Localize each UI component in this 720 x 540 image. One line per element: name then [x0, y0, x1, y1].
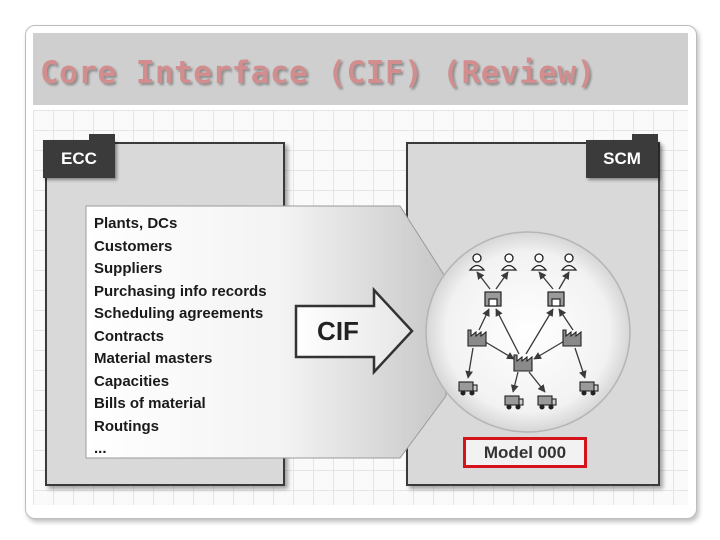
slide-title: Core Interface (CIF) (Review) [40, 55, 596, 91]
distribution-center-icon [484, 291, 502, 307]
list-item: Contracts [94, 327, 165, 345]
truck-icon [579, 381, 599, 396]
supply-network-circle [425, 231, 631, 433]
list-item: ... [94, 440, 107, 457]
customer-icon [468, 253, 486, 271]
list-item: Purchasing info records [94, 282, 267, 300]
customer-icon [560, 253, 578, 271]
data-band-shape [85, 205, 447, 459]
title-bar [33, 33, 688, 105]
cif-arrow-label: CIF [317, 316, 359, 346]
truck-icon [537, 395, 557, 410]
plant-icon [562, 329, 582, 347]
list-item: Scheduling agreements [94, 305, 264, 322]
list-item: Customers [94, 237, 173, 255]
list-item: Routings [94, 417, 159, 435]
customer-icon [500, 253, 518, 271]
list-item: Bills of material [94, 395, 206, 412]
truck-icon [504, 395, 524, 410]
distribution-center-icon [547, 291, 565, 307]
plant-icon [467, 329, 487, 347]
list-item: Suppliers [94, 260, 163, 277]
customer-icon [530, 253, 548, 271]
cif-arrow [294, 286, 414, 376]
model-highlight-box: Model 000 [463, 437, 587, 468]
truck-icon [458, 381, 478, 396]
plant-icon [513, 354, 533, 372]
ecc-label: ECC [43, 134, 115, 178]
transferred-objects-list: Plants, DCs Customers Suppliers Purchasi… [94, 213, 267, 461]
list-item: Capacities [94, 372, 170, 390]
list-item: Plants, DCs [94, 215, 178, 232]
model-label: Model 000 [483, 442, 567, 462]
list-item: Material masters [94, 350, 213, 367]
scm-label: SCM [586, 134, 658, 178]
